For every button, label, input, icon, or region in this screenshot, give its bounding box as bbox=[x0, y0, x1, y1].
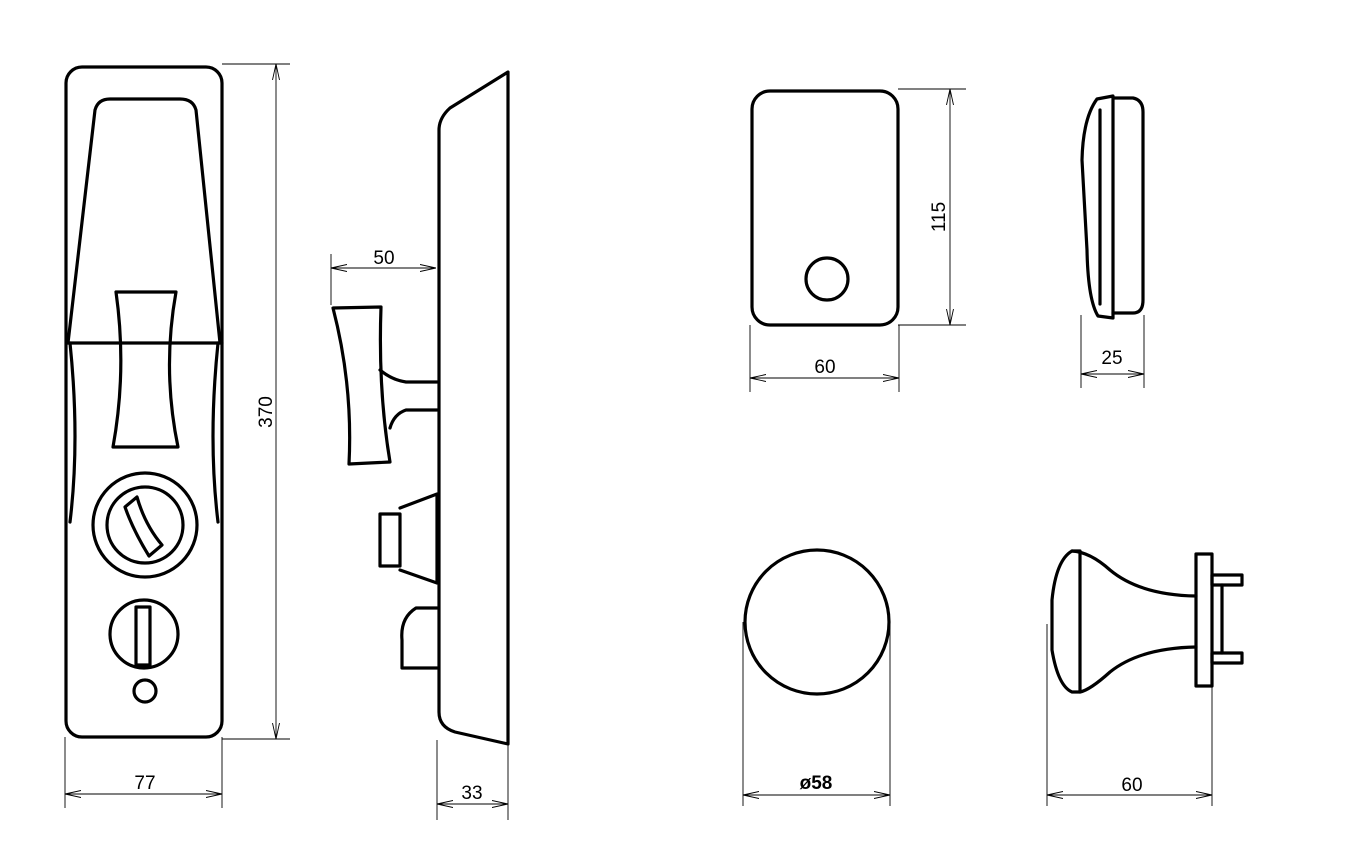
handle-side-dimensions: 50 33 bbox=[330, 248, 509, 820]
lever-projection-label: 50 bbox=[373, 248, 394, 269]
cover-plate-front-view bbox=[750, 89, 900, 327]
cover-plate-outline bbox=[750, 89, 900, 327]
emergency-release-hole bbox=[132, 678, 158, 704]
lever-right-taper bbox=[211, 341, 220, 524]
lever-left-taper bbox=[68, 341, 77, 524]
thumbturn-side bbox=[378, 512, 402, 568]
handle-depth-label: 33 bbox=[461, 783, 482, 804]
cover-plate-width-label: 60 bbox=[814, 357, 835, 378]
lever-upper-outline bbox=[66, 97, 222, 345]
indicator-side bbox=[400, 606, 439, 670]
thumbturn-key bbox=[123, 495, 164, 558]
thumbturn-side-rosette bbox=[398, 492, 439, 585]
cover-plate-side-rosette bbox=[1080, 94, 1115, 320]
handle-side-view bbox=[331, 70, 510, 746]
handle-front-view bbox=[64, 65, 224, 739]
cover-plate-depth-label: 25 bbox=[1101, 348, 1122, 369]
knob-diameter-label: ø58 bbox=[800, 773, 833, 794]
thumbturn-rosette-inner bbox=[105, 485, 185, 565]
handle-width-label: 77 bbox=[134, 773, 155, 794]
backplate-side-outline bbox=[437, 70, 510, 746]
lever-side-outline bbox=[331, 305, 392, 466]
knob-front-outline bbox=[743, 548, 891, 696]
handle-front-dimensions: 370 77 bbox=[64, 63, 290, 808]
backplate-outline bbox=[64, 65, 224, 739]
cover-plate-front-dimensions: 115 60 bbox=[749, 88, 966, 392]
knob-side-view bbox=[1050, 549, 1244, 694]
knob-front-view bbox=[743, 548, 891, 696]
cover-plate-hole bbox=[804, 256, 850, 302]
knob-length-label: 60 bbox=[1121, 775, 1142, 796]
knob-neck-outline bbox=[1070, 549, 1198, 694]
lever-grip-outline bbox=[111, 290, 180, 449]
knob-side-dimensions: 60 bbox=[1046, 624, 1213, 806]
knob-fixing-stud-upper bbox=[1210, 573, 1244, 587]
cover-plate-side-dimensions: 25 bbox=[1080, 315, 1145, 388]
handle-height-label: 370 bbox=[256, 396, 277, 428]
knob-fixing-stud-lower bbox=[1210, 651, 1244, 665]
thumbturn-rosette-outer bbox=[91, 471, 199, 579]
cover-plate-height-label: 115 bbox=[929, 202, 950, 232]
cover-plate-side-body bbox=[1111, 96, 1145, 315]
knob-head-outline bbox=[1050, 549, 1082, 694]
knob-rose bbox=[1194, 552, 1214, 688]
indicator-rosette bbox=[108, 598, 180, 670]
knob-front-dimensions: ø58 bbox=[742, 622, 891, 806]
indicator-slot bbox=[134, 605, 152, 667]
cover-plate-side-view bbox=[1080, 94, 1145, 320]
lever-stem bbox=[378, 368, 439, 430]
